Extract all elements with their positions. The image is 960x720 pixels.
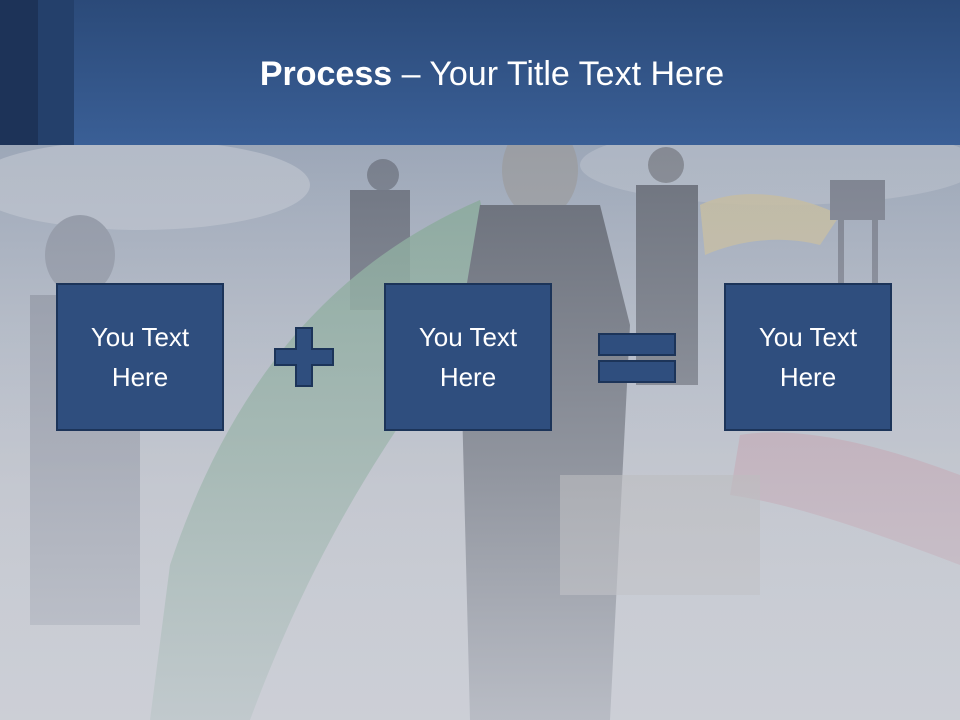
slide-title: Process – Your Title Text Here xyxy=(0,52,960,96)
header-accent-mid xyxy=(38,0,74,145)
equals-icon-bottom xyxy=(598,360,676,383)
plus-icon xyxy=(274,327,334,387)
process-box-3-line2: Here xyxy=(779,362,837,392)
slide-header: Process – Your Title Text Here xyxy=(0,0,960,145)
header-accent-dark xyxy=(0,0,38,145)
photo-overlay xyxy=(0,145,960,720)
process-box-2-line2: Here xyxy=(439,362,497,392)
plus-icon-center xyxy=(276,350,332,364)
background-photo xyxy=(0,145,960,720)
equals-icon-top xyxy=(598,333,676,356)
process-box-1-line1: You Text xyxy=(90,322,190,352)
title-rest: – Your Title Text Here xyxy=(392,55,725,93)
process-box-2-line1: You Text xyxy=(418,322,518,352)
title-bold: Process xyxy=(259,55,393,93)
process-box-1-line2: Here xyxy=(111,362,169,392)
process-box-3-line1: You Text xyxy=(758,322,858,352)
